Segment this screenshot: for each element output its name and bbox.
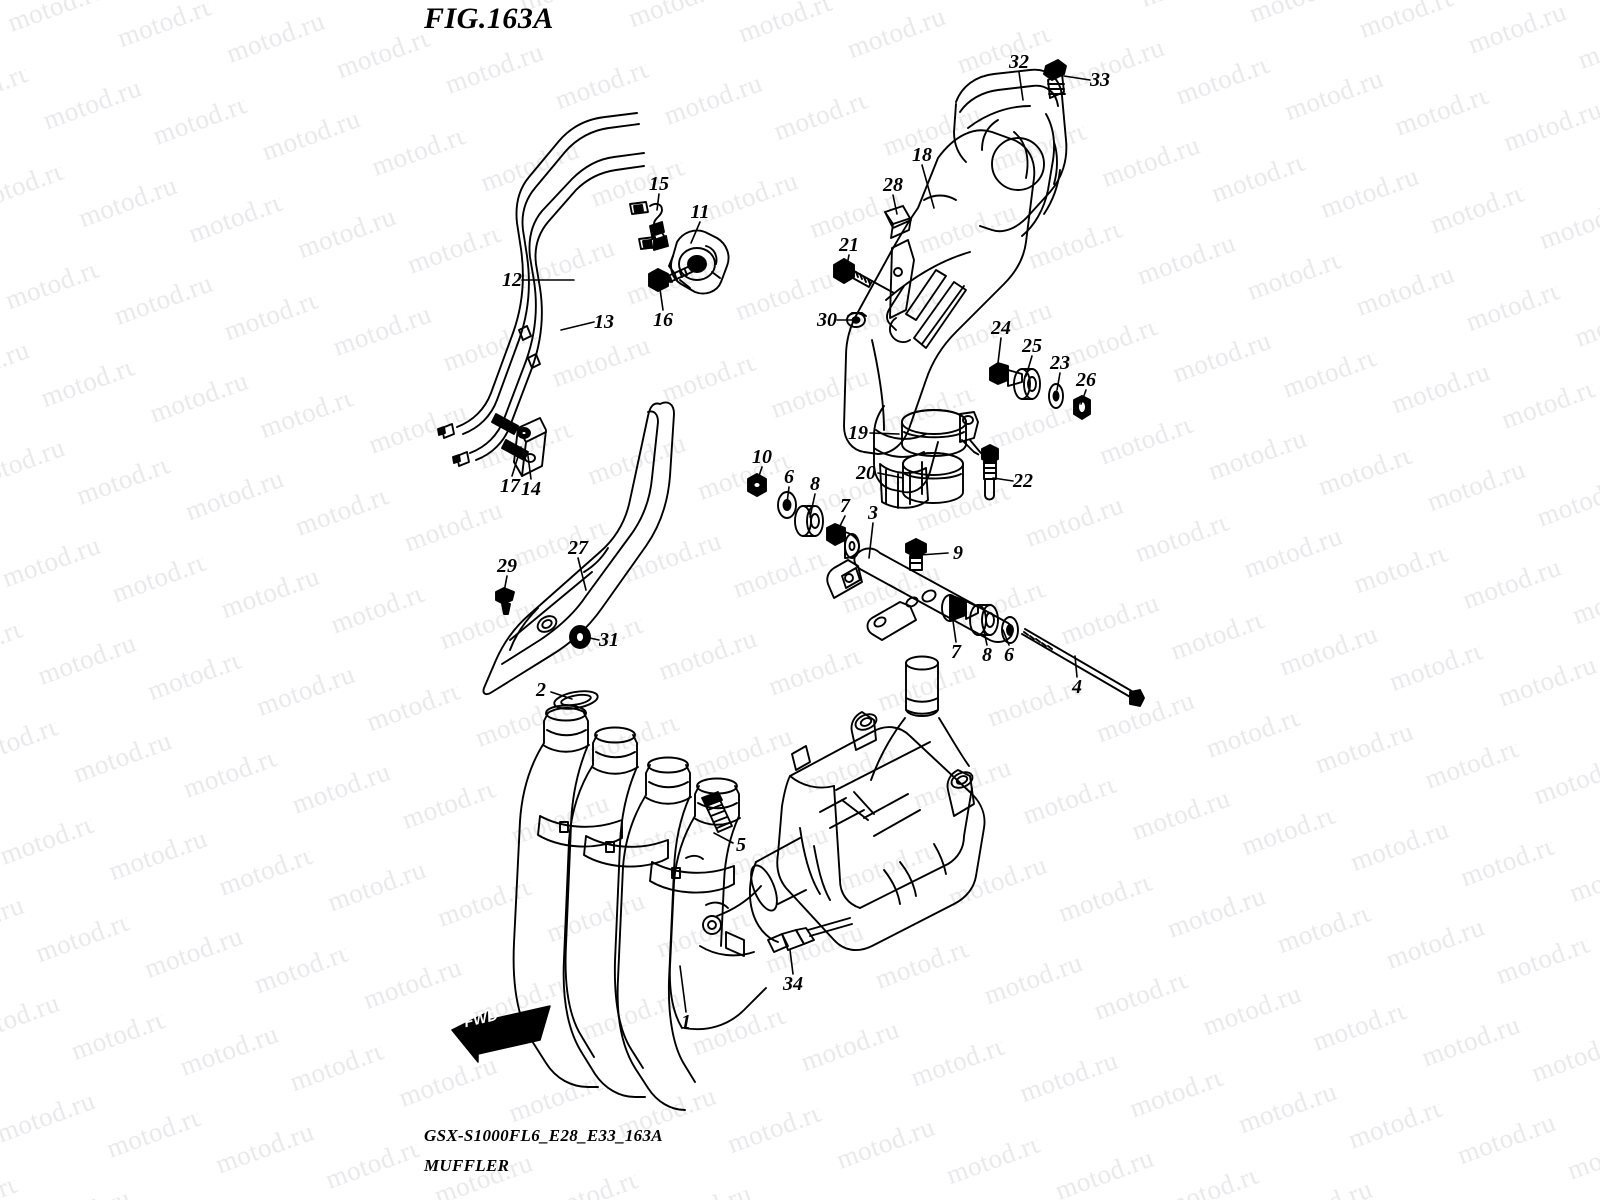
callout-muffler-mount-collar: 24 bbox=[991, 317, 1011, 339]
callout-cable-retaining-clip: 15 bbox=[649, 173, 669, 195]
callout-muffler-body: 18 bbox=[912, 144, 932, 166]
footer-assembly-name: MUFFLER bbox=[424, 1156, 510, 1175]
callout-pulley-mounting-bolt: 16 bbox=[653, 309, 673, 331]
callout-plain-washer: 6 bbox=[784, 466, 794, 488]
callout-muffler-connector-gasket: 20 bbox=[856, 462, 876, 484]
callout-heat-shield-screw: 29 bbox=[497, 555, 517, 577]
callout-exhaust-heat-shield: 27 bbox=[568, 537, 588, 559]
callout-muffler-mounting-bracket: 3 bbox=[868, 502, 878, 524]
callout-exhaust-valve-pulley: 11 bbox=[690, 201, 710, 223]
fwd-marker-label: FWD bbox=[462, 1006, 500, 1032]
callout-exhaust-pipe-gasket: 2 bbox=[536, 679, 546, 701]
callout-plain-washer-muffler: 23 bbox=[1050, 352, 1070, 374]
callout-muffler-clamp: 19 bbox=[848, 422, 868, 444]
callout-heat-shield-grommet: 31 bbox=[599, 629, 619, 651]
callout-muffler-clamp-bolt-rear: 22 bbox=[1013, 470, 1033, 492]
callout-cable-guide-bracket: 14 bbox=[521, 478, 541, 500]
callout-end-cover-screw: 33 bbox=[1090, 69, 1110, 91]
callout-muffler-mounting-bolt-long: 4 bbox=[1072, 676, 1082, 698]
callout-muffler-mount-nut: 26 bbox=[1076, 369, 1096, 391]
callout-muffler-end-cover: 32 bbox=[1009, 51, 1029, 73]
page-title: FIG.163A bbox=[424, 2, 554, 35]
callout-plain-washer: 6 bbox=[1004, 644, 1014, 666]
callout-muffler-heat-protector: 28 bbox=[883, 174, 903, 196]
callout-spacer-collar: 7 bbox=[840, 495, 850, 517]
callout-cable-bracket-screw: 17 bbox=[500, 475, 520, 497]
footer-diagram-code: GSX-S1000FL6_E28_E33_163A bbox=[424, 1126, 663, 1145]
callout-exhaust-pipe-bolt: 5 bbox=[736, 834, 746, 856]
callout-rubber-bushing: 8 bbox=[810, 473, 820, 495]
callout-exhaust-pipe-assembly: 1 bbox=[681, 1011, 691, 1033]
callout-bracket-bolt: 9 bbox=[953, 542, 963, 564]
callout-muffler-clamp-bolt: 21 bbox=[839, 234, 859, 256]
callout-rubber-bushing: 8 bbox=[982, 644, 992, 666]
callout-clamp-bolt-nut: 30 bbox=[817, 309, 837, 331]
callout-flange-nut: 10 bbox=[752, 446, 772, 468]
callout-oxygen-sensor: 34 bbox=[783, 973, 803, 995]
callout-exhaust-control-cable-no1: 12 bbox=[502, 269, 522, 291]
callout-exhaust-control-cable-no2: 13 bbox=[594, 311, 614, 333]
callout-spacer-collar: 7 bbox=[951, 641, 961, 663]
callout-muffler-mount-bushing: 25 bbox=[1022, 335, 1042, 357]
